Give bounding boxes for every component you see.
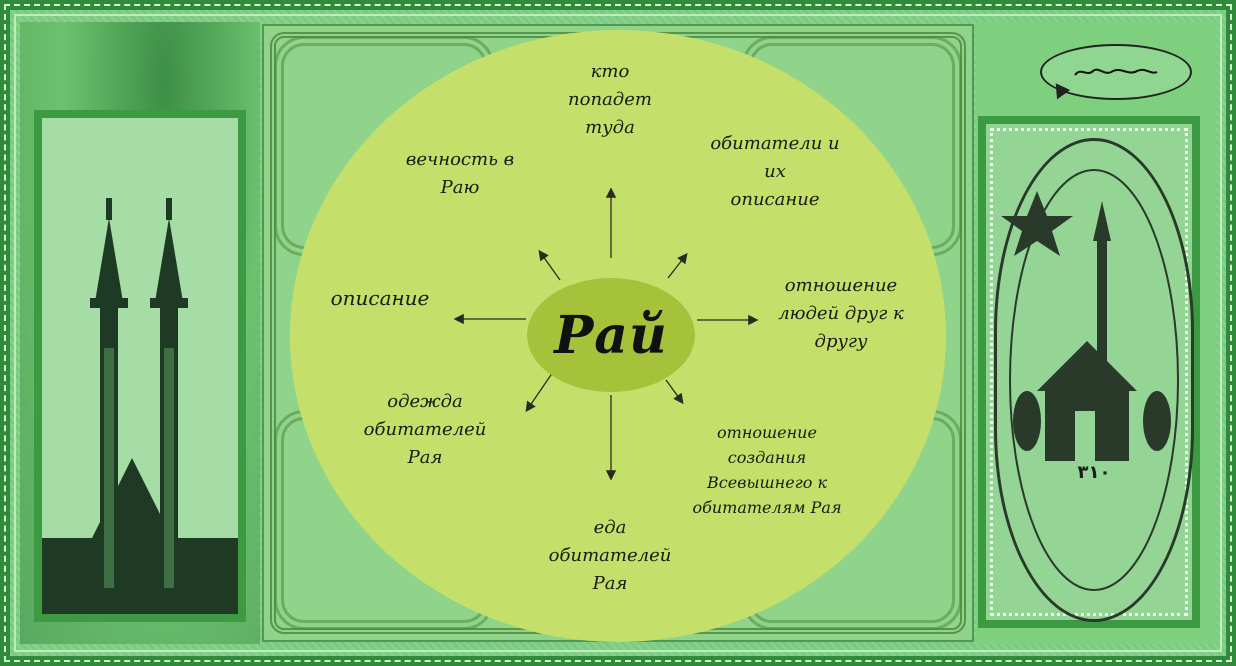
arrow-down-right [666, 380, 682, 402]
label-eternity: вечность в Раю [380, 146, 540, 202]
label-inhabitants: обитатели и их описание [680, 130, 870, 214]
arrow-up-left [540, 252, 560, 280]
arrow-down-left [527, 372, 553, 410]
bubble-signature-image [1071, 65, 1161, 79]
center-title: Рай [554, 305, 668, 366]
stamp-number: ٣١٠ [1034, 462, 1154, 483]
label-description: описание [300, 284, 460, 312]
arrow-up-right [668, 255, 686, 278]
label-who-enters: кто попадет туда [545, 58, 675, 142]
mosque-stamp-seal [994, 138, 1194, 622]
label-clothing: одежда обитателей Рая [350, 388, 500, 472]
center-oval: Рай [527, 278, 695, 392]
label-creator-relation: отношение создания Всевышнего к обитател… [672, 420, 862, 520]
stamp-mosque-drawing [997, 141, 1191, 619]
label-food: еда обитателей Рая [530, 514, 690, 598]
label-relations: отношение людей друг к другу [756, 272, 926, 356]
